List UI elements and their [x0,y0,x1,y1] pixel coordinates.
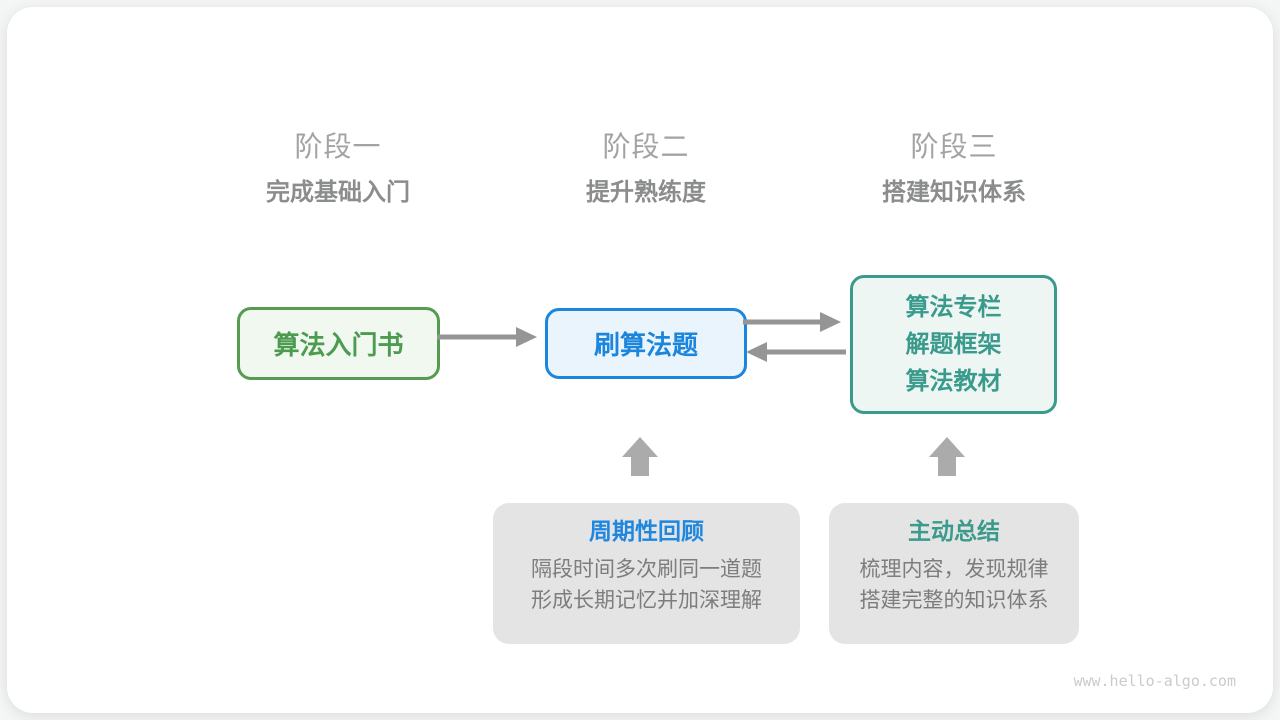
node-resources-line-3: 算法教材 [905,368,1002,395]
stage-1-title: 阶段一 [294,131,382,162]
callout-periodic-review: 周期性回顾 隔段时间多次刷同一道题 形成长期记忆并加深理解 [493,503,800,644]
stage-2-title: 阶段二 [602,131,690,162]
stage-3-header: 阶段三 搭建知识体系 [794,131,1114,207]
callout-active-summary-title: 主动总结 [908,518,1000,544]
stage-3-title: 阶段三 [910,131,998,162]
callout-periodic-review-line-2: 形成长期记忆并加深理解 [531,589,762,612]
node-practice-problems: 刷算法题 [545,308,747,379]
node-resources: 算法专栏 解题框架 算法教材 [850,275,1057,414]
callout-active-summary: 主动总结 梳理内容，发现规律 搭建完整的知识体系 [829,503,1079,644]
node-resources-line-1: 算法专栏 [905,294,1002,321]
site-watermark: www.hello-algo.com [1073,672,1236,690]
stage-2-header: 阶段二 提升熟练度 [486,131,806,207]
callout-active-summary-line-1: 梳理内容，发现规律 [859,558,1049,581]
callout-active-summary-line-2: 搭建完整的知识体系 [859,589,1049,612]
node-practice-problems-label: 刷算法题 [593,330,698,360]
node-intro-book-label: 算法入门书 [273,330,404,360]
stage-3-subtitle: 搭建知识体系 [882,179,1026,206]
diagram-card: 阶段一 完成基础入门 阶段二 提升熟练度 阶段三 搭建知识体系 算法入门书 刷算… [7,7,1273,713]
callout-periodic-review-title: 周期性回顾 [589,518,704,544]
callout-periodic-review-line-1: 隔段时间多次刷同一道题 [531,558,762,581]
node-resources-line-2: 解题框架 [905,331,1002,358]
callout-active-summary-body: 梳理内容，发现规律 搭建完整的知识体系 [829,554,1079,616]
stage-1-subtitle: 完成基础入门 [266,179,410,206]
node-intro-book: 算法入门书 [237,307,440,380]
callout-periodic-review-body: 隔段时间多次刷同一道题 形成长期记忆并加深理解 [493,554,800,616]
stage-1-header: 阶段一 完成基础入门 [178,131,498,207]
stage-2-subtitle: 提升熟练度 [586,179,706,206]
